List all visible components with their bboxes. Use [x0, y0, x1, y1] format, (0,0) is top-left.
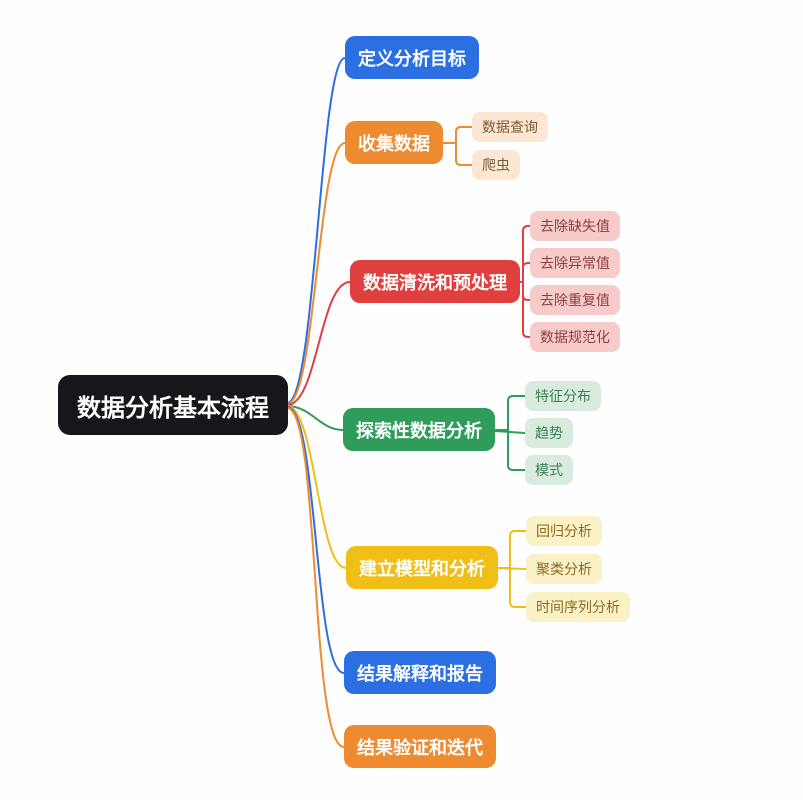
- node-collect-data[interactable]: 收集数据: [345, 121, 443, 164]
- node-cleaning[interactable]: 数据清洗和预处理: [350, 260, 520, 303]
- connector-collect-query: [442, 126, 473, 144]
- node-regression[interactable]: 回归分析: [526, 516, 602, 546]
- connector-root-collect-data: [287, 142, 346, 405]
- node-root[interactable]: 数据分析基本流程: [58, 375, 288, 435]
- connector-eda-trend: [494, 430, 526, 434]
- node-validate[interactable]: 结果验证和迭代: [344, 725, 496, 768]
- node-data-normalize[interactable]: 数据规范化: [530, 322, 620, 352]
- connector-collect-crawler: [442, 142, 473, 166]
- connector-eda-distribution: [494, 395, 526, 431]
- connector-clean-normalize: [519, 281, 531, 338]
- node-data-query[interactable]: 数据查询: [472, 112, 548, 142]
- connector-root-eda: [287, 405, 344, 431]
- connector-clean-duplicate: [519, 281, 531, 301]
- connector-clean-outlier: [519, 262, 531, 283]
- node-feature-distribution[interactable]: 特征分布: [525, 381, 601, 411]
- node-modeling[interactable]: 建立模型和分析: [346, 546, 498, 589]
- connector-model-timeseries: [497, 567, 527, 608]
- connector-root-modeling: [287, 405, 347, 569]
- node-define-goal[interactable]: 定义分析目标: [345, 36, 479, 79]
- node-eda[interactable]: 探索性数据分析: [343, 408, 495, 451]
- connector-root-cleaning: [287, 281, 351, 406]
- connector-clean-missing: [519, 225, 531, 283]
- connector-root-validate: [287, 407, 345, 748]
- connector-root-define-goal: [287, 57, 346, 404]
- node-timeseries[interactable]: 时间序列分析: [526, 592, 630, 622]
- node-clustering[interactable]: 聚类分析: [526, 554, 602, 584]
- connector-eda-pattern: [494, 429, 526, 471]
- connector-root-report: [287, 406, 345, 674]
- node-remove-outlier[interactable]: 去除异常值: [530, 248, 620, 278]
- node-trend[interactable]: 趋势: [525, 418, 573, 448]
- node-pattern[interactable]: 模式: [525, 455, 573, 485]
- node-report[interactable]: 结果解释和报告: [344, 651, 496, 694]
- node-crawler[interactable]: 爬虫: [472, 150, 520, 180]
- node-remove-duplicate[interactable]: 去除重复值: [530, 285, 620, 315]
- node-remove-missing[interactable]: 去除缺失值: [530, 211, 620, 241]
- connector-model-regression: [497, 530, 527, 569]
